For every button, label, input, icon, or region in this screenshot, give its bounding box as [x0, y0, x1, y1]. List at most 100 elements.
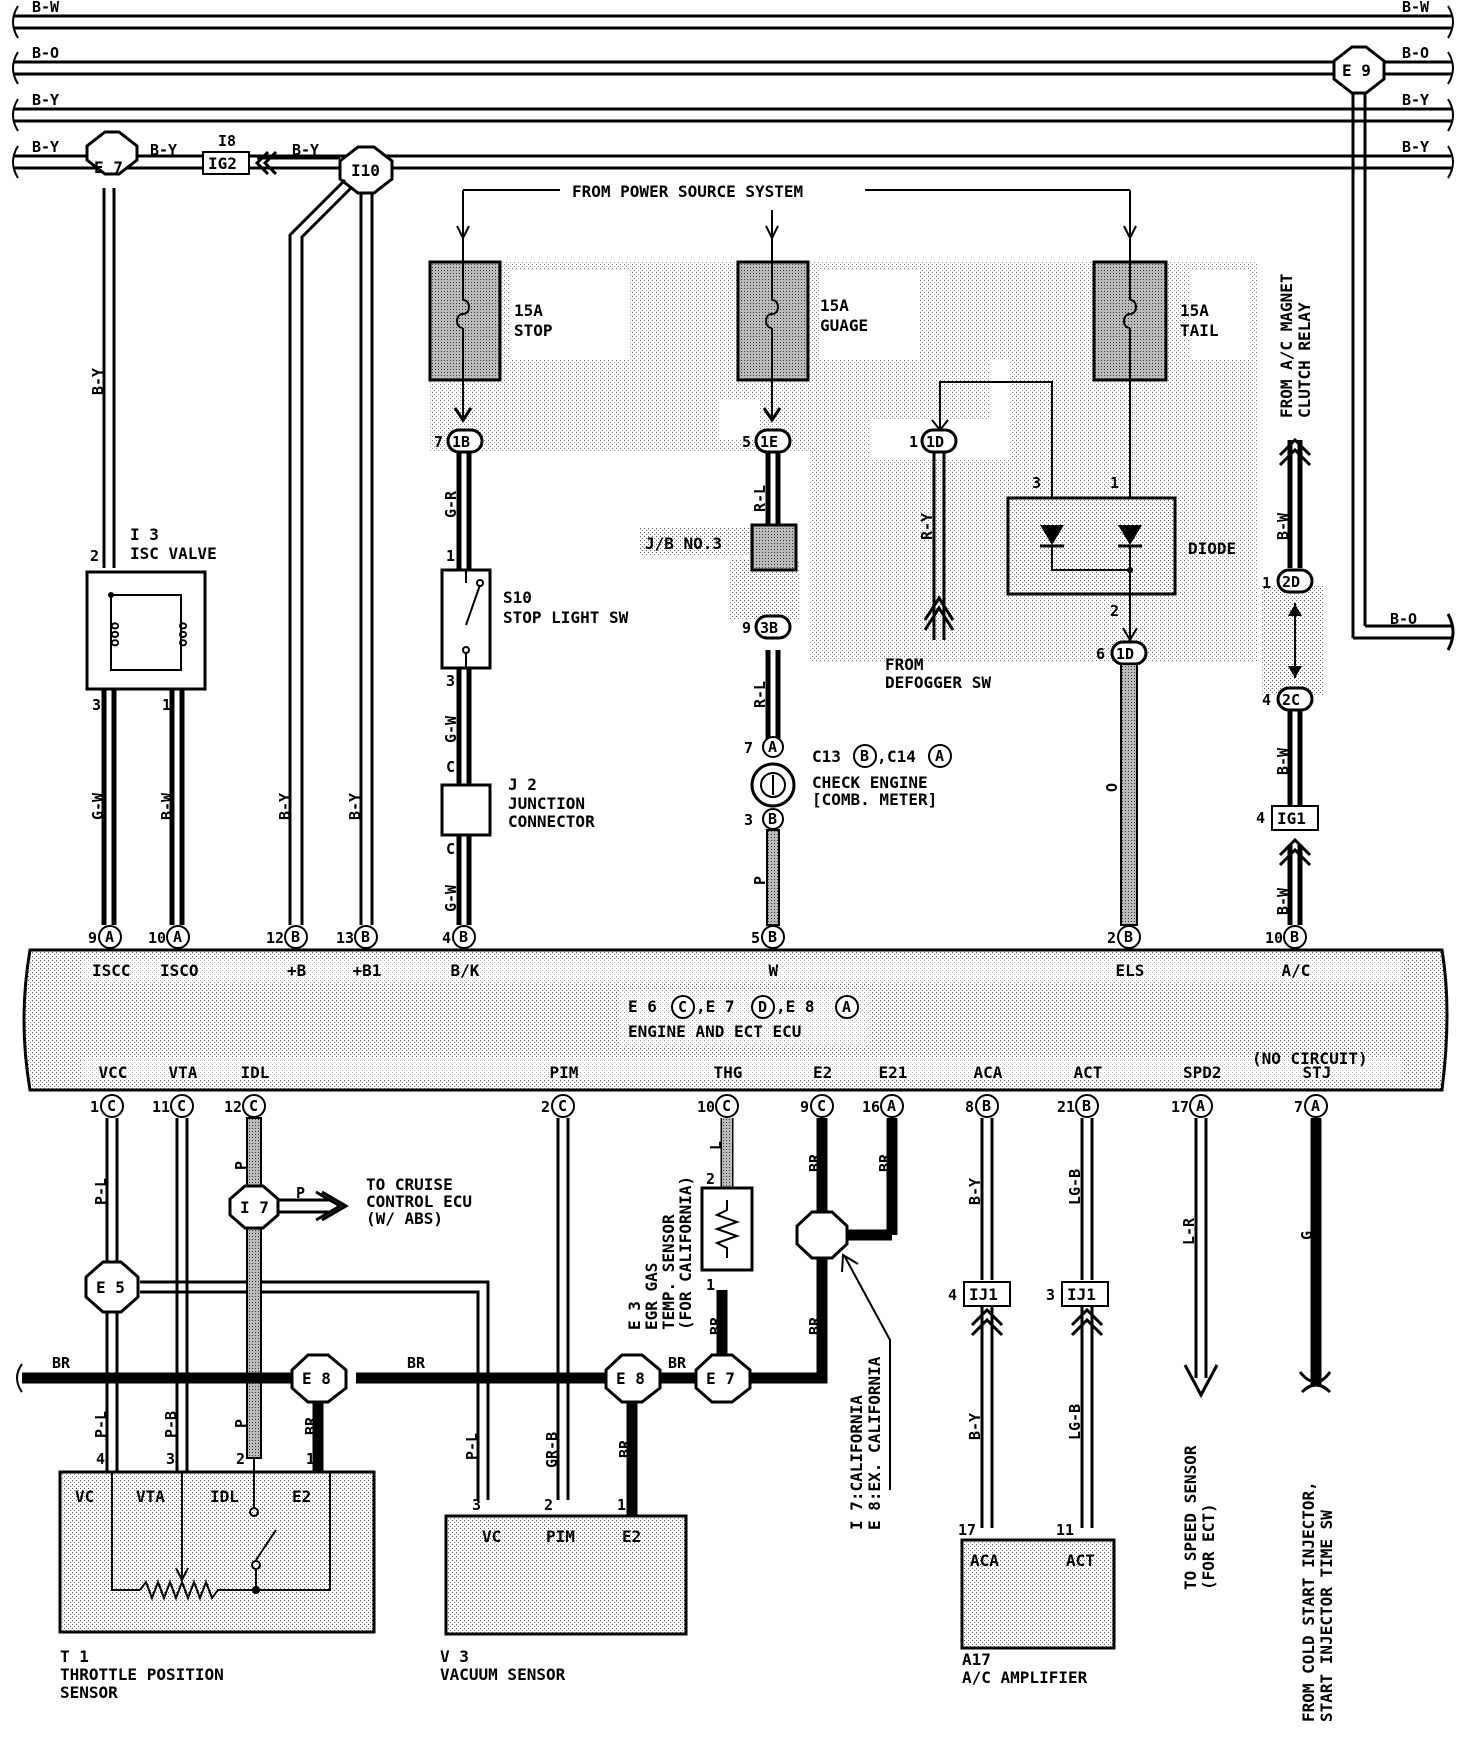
svg-text:I 3: I 3	[130, 525, 159, 544]
svg-text:B: B	[768, 810, 777, 828]
svg-text:J/B NO.3: J/B NO.3	[645, 534, 722, 553]
vacuum-sensor: 3 2 1 VC PIM E2 V 3 VACUUM SENSOR	[440, 1496, 688, 1684]
svg-text:C13: C13	[812, 747, 841, 766]
junction-e7-top: E 7	[85, 130, 139, 177]
svg-text:1: 1	[162, 696, 171, 714]
svg-text:ACA: ACA	[970, 1551, 999, 1570]
lower-wires	[16, 1117, 1332, 1528]
svg-text:JUNCTION: JUNCTION	[508, 794, 585, 813]
svg-text:5: 5	[742, 433, 751, 451]
svg-text:(NO CIRCUIT): (NO CIRCUIT)	[1252, 1049, 1368, 1068]
junction-e8-mid: E 8	[604, 1353, 662, 1404]
svg-text:1: 1	[1262, 574, 1271, 592]
svg-text:THROTTLE POSITION: THROTTLE POSITION	[60, 1665, 224, 1684]
svg-text:C14: C14	[887, 747, 916, 766]
svg-text:1B: 1B	[452, 433, 470, 451]
svg-text:C: C	[249, 1097, 258, 1115]
connector-ij1-act: 3 IJ1	[1046, 1281, 1109, 1307]
connector-1E: 5 1E	[742, 428, 792, 454]
wire-label: R-L	[751, 681, 769, 708]
svg-text:21: 21	[1057, 1098, 1075, 1116]
svg-text:B: B	[982, 1097, 991, 1115]
bus-label: B-Y	[32, 91, 59, 109]
engine-ecu: E 6 C ,E 7 D ,E 8 A ENGINE AND ECT ECU (…	[22, 948, 1449, 1092]
junction-e7-bottom: E 7	[694, 1353, 752, 1404]
junction-block-3: J/B NO.3	[640, 523, 800, 620]
svg-text:B: B	[1290, 928, 1299, 946]
svg-text:SENSOR: SENSOR	[60, 1683, 118, 1702]
wire-label: B-Y	[89, 368, 107, 395]
svg-text:PIM: PIM	[550, 1063, 579, 1082]
svg-text:E 8: E 8	[302, 1369, 331, 1388]
diode: 3 1 DIODE 2	[1006, 474, 1236, 642]
svg-text:STJ: STJ	[1303, 1063, 1332, 1082]
svg-text:1: 1	[90, 1098, 99, 1116]
svg-text:B: B	[768, 928, 777, 946]
wire-label: B-W	[158, 792, 176, 820]
svg-text:2: 2	[1110, 602, 1119, 620]
svg-text:TEMP. SENSOR: TEMP. SENSOR	[659, 1214, 678, 1330]
svg-text:(FOR ECT): (FOR ECT)	[1199, 1503, 1218, 1590]
bus-label: B-W	[1402, 0, 1430, 16]
svg-text:5: 5	[751, 929, 760, 947]
svg-text:J 2: J 2	[508, 775, 537, 794]
wire-label: G-W	[89, 792, 107, 820]
coil-icon: ooo	[107, 622, 123, 647]
svg-text:E 8:EX. CALIFORNIA: E 8:EX. CALIFORNIA	[865, 1356, 884, 1530]
svg-text:3: 3	[1046, 1286, 1055, 1304]
svg-text:A: A	[1311, 1097, 1320, 1115]
svg-text:P-L: P-L	[92, 1178, 110, 1205]
svg-text:C: C	[817, 1097, 826, 1115]
svg-text:1: 1	[909, 433, 918, 451]
bus-label: B-W	[32, 0, 60, 16]
svg-text:1D: 1D	[1116, 645, 1134, 663]
svg-text:TAIL: TAIL	[1180, 321, 1219, 340]
svg-text:BR: BR	[668, 1354, 687, 1372]
svg-text:DEFOGGER SW: DEFOGGER SW	[885, 673, 991, 692]
svg-text:TO SPEED SENSOR: TO SPEED SENSOR	[1181, 1445, 1200, 1590]
defogger-circuit	[923, 381, 1053, 640]
junction-connector-j2: C C J 2 JUNCTION CONNECTOR	[440, 758, 595, 858]
junction-i10: I10	[338, 145, 394, 195]
svg-text:A: A	[768, 738, 777, 756]
svg-text:1: 1	[446, 547, 455, 565]
connector-ij1-aca: 4 IJ1	[948, 1281, 1011, 1307]
svg-text:C: C	[107, 1097, 116, 1115]
svg-text:2D: 2D	[1282, 573, 1300, 591]
svg-text:13: 13	[336, 929, 354, 947]
svg-text:VACUUM SENSOR: VACUUM SENSOR	[440, 1665, 566, 1684]
svg-text:VTA: VTA	[169, 1063, 198, 1082]
bus-wire-labels: B-W B-W B-O B-O B-Y B-Y B-Y B-Y	[30, 0, 1440, 156]
connector-ig2: IG2	[202, 151, 250, 175]
svg-text:ELS: ELS	[1116, 961, 1145, 980]
svg-text:E2: E2	[622, 1527, 641, 1546]
cruise-label: TO CRUISE CONTROL ECU (W/ ABS)	[366, 1175, 472, 1228]
svg-text:7: 7	[1294, 1098, 1303, 1116]
svg-text:ISC VALVE: ISC VALVE	[130, 544, 217, 563]
svg-text:E 6: E 6	[628, 997, 657, 1016]
svg-text:ISCC: ISCC	[92, 961, 131, 980]
svg-text:11: 11	[1056, 1521, 1074, 1539]
svg-text:15A: 15A	[820, 296, 849, 315]
svg-text:FROM COLD START INJECTOR,: FROM COLD START INJECTOR,	[1299, 1481, 1318, 1722]
wire-label: B-W	[1274, 747, 1292, 775]
wire-label: R-Y	[918, 513, 936, 540]
svg-text:BR: BR	[806, 1316, 824, 1335]
els-wire	[1120, 663, 1138, 926]
svg-text:12: 12	[266, 929, 284, 947]
svg-text:3: 3	[92, 696, 101, 714]
ac-relay-label: FROM A/C MAGNET CLUTCH RELAY	[1277, 274, 1314, 419]
top-bus	[12, 5, 1454, 179]
wire-label: P	[751, 876, 769, 885]
svg-text:1E: 1E	[760, 433, 778, 451]
svg-text:P: P	[232, 1419, 250, 1428]
svg-text:4: 4	[96, 1450, 105, 1468]
svg-text:B: B	[1082, 1097, 1091, 1115]
